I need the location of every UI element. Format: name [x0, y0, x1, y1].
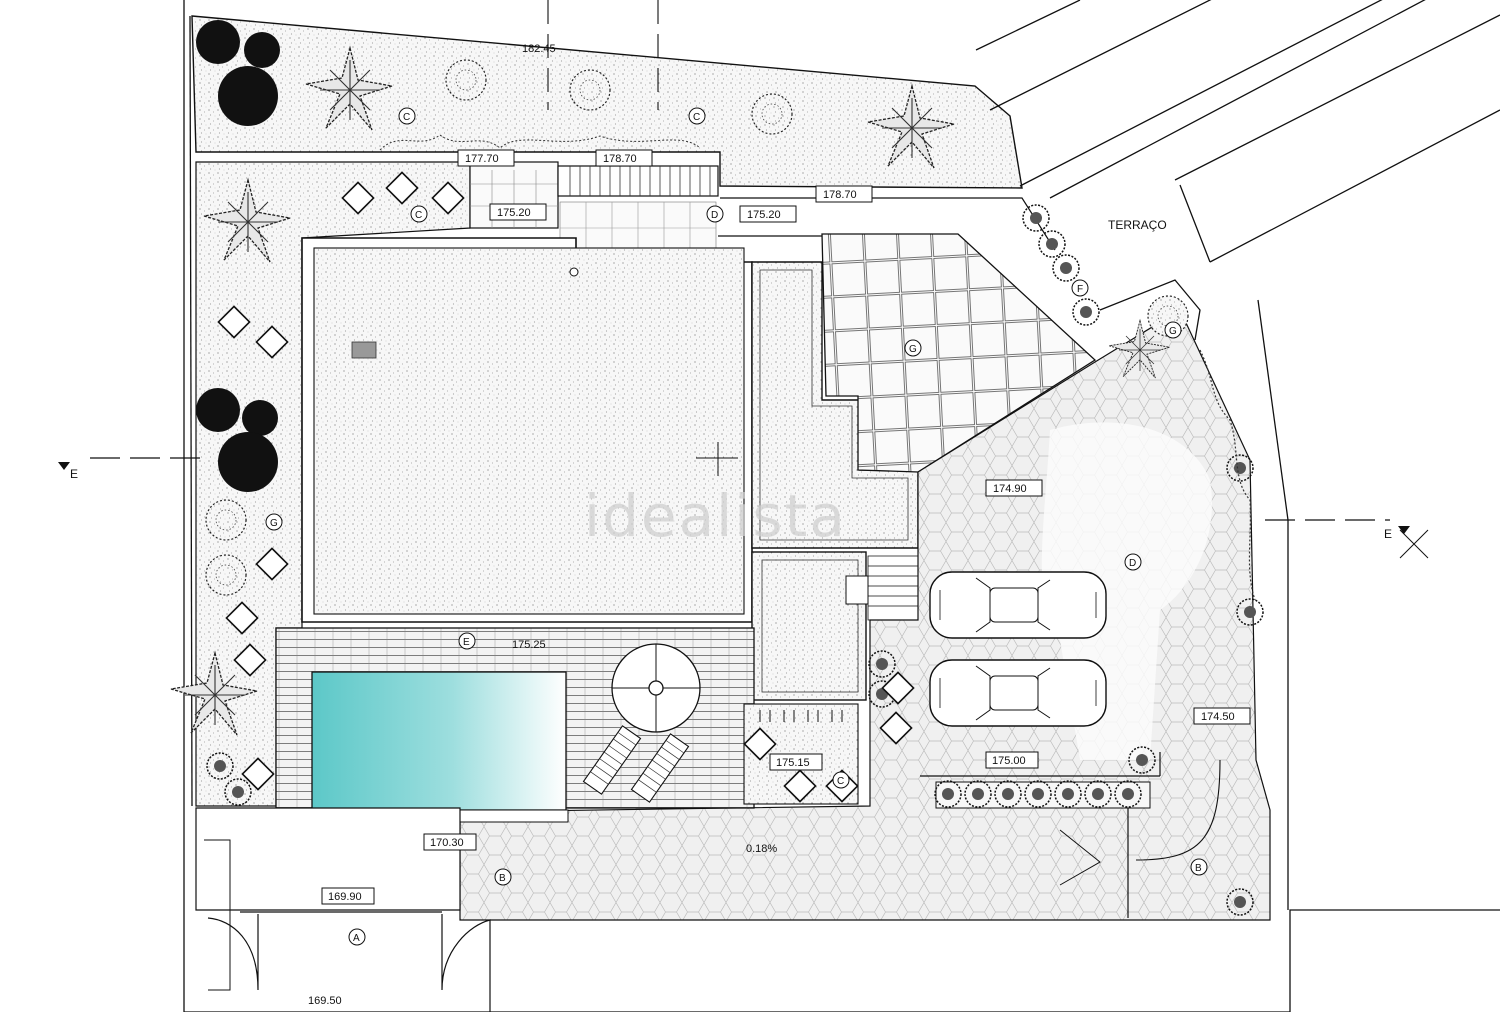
elevation-175-00: 175.00 — [992, 755, 1026, 767]
roof-cross-mark — [696, 442, 738, 476]
entrance-gate-right — [441, 914, 491, 1012]
car-upper — [929, 571, 1107, 639]
elevation-175-25: 175.25 — [512, 639, 546, 651]
side-patio-bars — [759, 710, 843, 722]
elevation-177-70: 177.70 — [465, 153, 499, 165]
zone-markers — [265, 107, 1208, 946]
elevation-174-90: 174.90 — [993, 483, 1027, 495]
slope-label: 0.18% — [746, 843, 777, 855]
roof-skylight — [351, 341, 377, 359]
zone-letters: C C C C D D G G G F E B B A — [270, 112, 1202, 944]
elevation-169-90: 169.90 — [328, 891, 362, 903]
zone-g-1: G — [909, 344, 917, 355]
side-steps — [867, 555, 921, 621]
stair-landing-grid — [560, 202, 716, 254]
shrub-5 — [205, 554, 247, 596]
entrance-gate-left — [207, 914, 259, 991]
elevation-169-50: 169.50 — [308, 995, 342, 1007]
shrub-4 — [205, 499, 247, 541]
drive-curve — [1135, 759, 1221, 861]
zone-f-1: F — [1077, 284, 1083, 295]
elevation-182-45: 182.45 — [522, 43, 556, 55]
black-shrub-cluster-left — [196, 388, 278, 492]
elevation-175-20-right: 175.20 — [747, 209, 781, 221]
parasol — [611, 643, 701, 733]
elevation-178-70-stairs: 178.70 — [603, 153, 637, 165]
top-stairs — [557, 165, 719, 197]
watermark: idealista — [584, 482, 847, 550]
elevation-labels: 182.45 177.70 178.70 178.70 175.20 175.2… — [308, 43, 1251, 1007]
section-line-top — [547, 0, 659, 110]
drive-arrow — [1059, 829, 1101, 886]
neighbour-terrace — [975, 0, 1500, 341]
zone-b-2: B — [1195, 863, 1202, 874]
utility-box — [845, 575, 869, 605]
section-line-right — [1265, 519, 1429, 559]
entry-landing-grid — [470, 170, 558, 228]
roof-drain — [569, 267, 579, 277]
zone-e-1: E — [463, 637, 470, 648]
shrub-2 — [569, 69, 611, 111]
lower-path — [195, 807, 461, 911]
shrub-3 — [751, 93, 793, 135]
swimming-pool — [311, 671, 567, 811]
zone-b-1: B — [499, 873, 506, 884]
zone-c-1: C — [403, 112, 410, 123]
section-mark-left: E — [70, 467, 78, 481]
grass-edge-right — [1199, 349, 1256, 601]
elevation-175-20-left: 175.20 — [497, 207, 531, 219]
house-roof — [313, 247, 745, 615]
side-wing-inner — [759, 269, 909, 541]
zone-c-2: C — [693, 112, 700, 123]
zone-d-1: D — [711, 210, 718, 221]
zone-d-2: D — [1129, 558, 1136, 569]
black-shrub-cluster-top — [196, 20, 280, 126]
section-line-left — [58, 457, 200, 470]
elevation-174-50: 174.50 — [1201, 711, 1235, 723]
grass-edge-top — [379, 134, 701, 151]
lower-wing-inner — [761, 559, 859, 693]
car-lower — [929, 659, 1107, 727]
zone-c-4: C — [837, 776, 844, 787]
elevation-175-15: 175.15 — [776, 757, 810, 769]
terrace-label: TERRAÇO — [1108, 218, 1167, 232]
elevation-170-30: 170.30 — [430, 837, 464, 849]
patio-g — [821, 233, 1097, 473]
stair-treads — [569, 166, 711, 196]
zone-g-3: G — [1169, 326, 1177, 337]
driveway-curb — [920, 752, 1161, 918]
zone-c-3: C — [415, 210, 422, 221]
lower-path-edge — [204, 839, 231, 991]
zone-g-2: G — [270, 518, 278, 529]
shrub-1 — [445, 59, 487, 101]
zone-a-1: A — [353, 933, 360, 944]
elevation-178-70-right: 178.70 — [823, 189, 857, 201]
section-mark-right: E — [1384, 527, 1392, 541]
lower-wing — [751, 551, 867, 701]
